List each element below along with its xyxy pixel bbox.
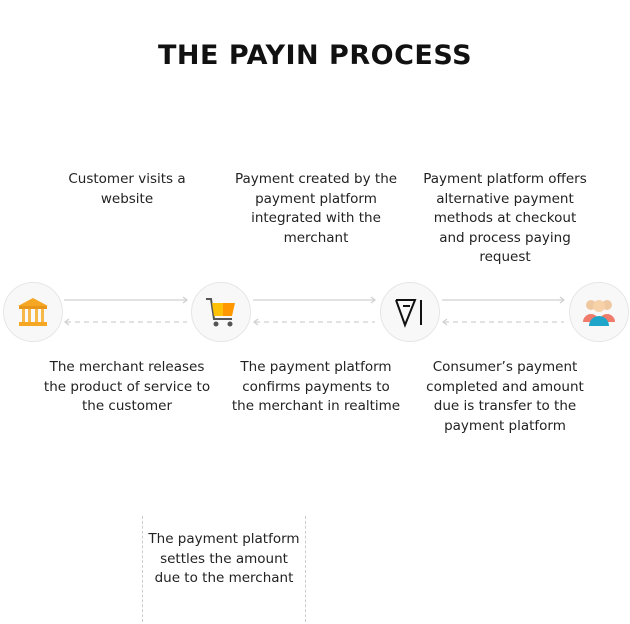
settle-divider-right	[305, 516, 306, 622]
cart-node	[191, 282, 251, 342]
step-bottom-2: The payment platform confirms payments t…	[231, 359, 401, 414]
settle-divider-left	[142, 516, 143, 622]
step-top-2: Payment created by the payment platform …	[234, 171, 398, 246]
customers-node	[569, 282, 629, 342]
step-bottom-3: Consumer’s payment completed and amount …	[426, 359, 584, 434]
customers-icon	[583, 300, 615, 326]
shopping-cart-icon	[206, 298, 235, 327]
platform-node	[380, 282, 440, 342]
step-bottom-1: The merchant releases the product of ser…	[43, 359, 211, 414]
bank-node	[3, 282, 63, 342]
bank-icon	[18, 298, 48, 326]
payment-platform-logo-icon	[395, 299, 422, 328]
step-top-3: Payment platform offers alternative paym…	[423, 171, 587, 265]
page-title: THE PAYIN PROCESS	[157, 40, 473, 71]
step-top-1: Customer visits a website	[68, 171, 186, 207]
settle-step: The payment platform settles the amount …	[148, 531, 300, 586]
arrows	[64, 296, 565, 326]
